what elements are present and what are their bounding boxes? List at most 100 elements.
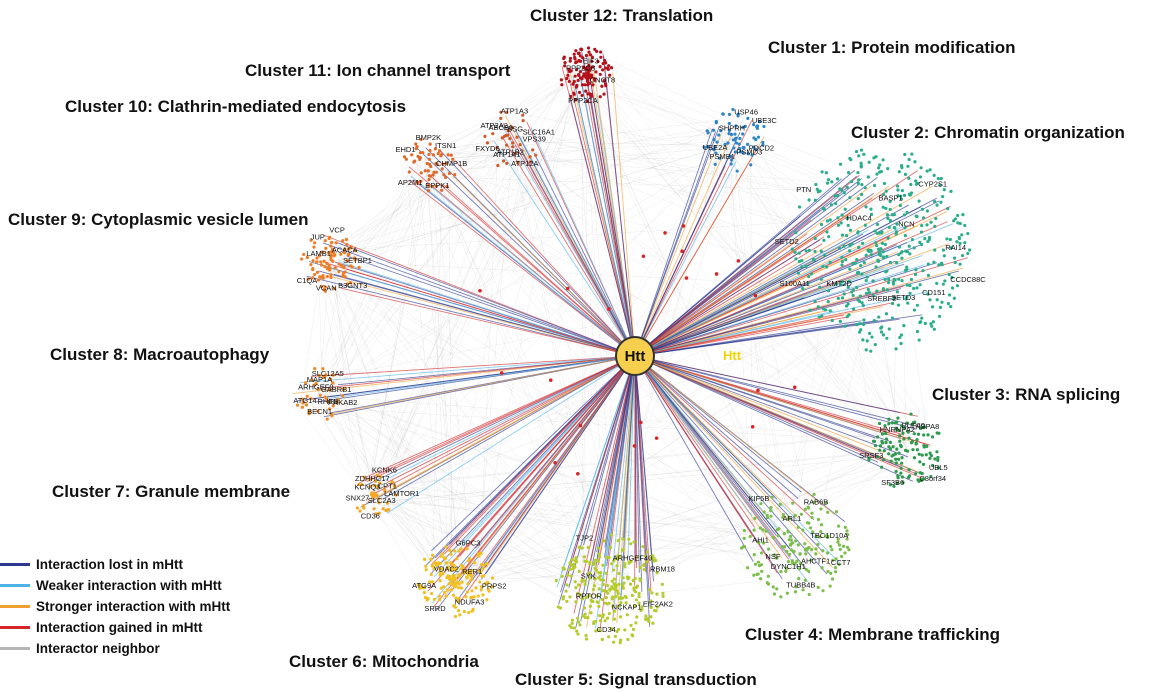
neighbor-edge	[496, 132, 858, 204]
cluster-7-node	[361, 504, 366, 508]
neighbor-edge	[432, 155, 443, 579]
cluster-2-node	[843, 207, 847, 211]
neighbor-edge	[731, 138, 938, 227]
cluster-5-node	[631, 627, 636, 632]
cluster-4-node	[803, 542, 807, 546]
cluster-4-node	[845, 545, 850, 549]
cluster-10-node	[449, 153, 453, 157]
cluster-2-node	[952, 256, 957, 260]
cluster-2-node	[913, 272, 918, 277]
cluster-3-node	[891, 445, 895, 449]
cluster-8-node	[295, 403, 300, 407]
cluster-7-node	[394, 493, 398, 497]
cluster-5-node	[554, 578, 558, 583]
cluster-2-node	[859, 161, 863, 165]
cluster-2-node	[926, 292, 930, 296]
cluster-12-node	[569, 94, 573, 99]
cluster-2-node	[819, 277, 823, 281]
cluster-2-node	[905, 210, 909, 215]
htt-edge	[454, 160, 636, 357]
cluster-2-node	[907, 244, 911, 248]
cluster-5-node	[629, 542, 633, 546]
cluster-12-node	[584, 53, 589, 58]
gene-label: NDUFA3	[455, 597, 485, 606]
htt-edge	[328, 355, 636, 415]
cluster-4-node	[828, 584, 832, 588]
htt-edge	[408, 180, 636, 357]
htt-hub-node[interactable]: Htt	[615, 336, 655, 376]
cluster-1-node	[730, 158, 734, 162]
htt-edge	[416, 147, 636, 357]
cluster-9-node	[345, 282, 350, 286]
cluster-12-node	[580, 83, 585, 87]
cluster-7-node	[384, 508, 388, 513]
neighbor-edge	[329, 171, 429, 395]
htt-edge	[596, 94, 636, 357]
htt-edge	[323, 265, 636, 357]
cluster-2-node	[894, 261, 899, 265]
neighbor-edge	[384, 483, 808, 535]
cluster-2-node	[937, 314, 942, 319]
cluster-2-node	[885, 269, 889, 273]
htt-edge	[533, 152, 636, 357]
htt-edge	[366, 355, 636, 486]
cluster-7-node	[376, 497, 380, 501]
cluster-2-node	[938, 305, 943, 310]
cluster-8-node	[327, 407, 332, 411]
gene-label: SF3B6	[881, 478, 904, 487]
cluster-10-node	[431, 173, 435, 177]
cluster-6-node	[490, 584, 494, 589]
cluster-9-node	[329, 253, 333, 257]
legend-item-gained: Interaction gained in mHtt	[0, 617, 230, 638]
neighbor-edge	[447, 164, 625, 604]
cluster-5-node	[611, 604, 615, 608]
cluster-6-node	[457, 596, 461, 600]
cluster-3-node	[888, 440, 893, 445]
gene-label: SRSF3	[859, 451, 883, 460]
cluster-12-node	[599, 55, 603, 59]
cluster-5-node	[604, 596, 608, 600]
neighbor-edge	[771, 242, 878, 535]
htt-edge	[634, 355, 790, 549]
cluster-4-node	[825, 551, 830, 555]
htt-edge	[573, 355, 636, 614]
htt-edge	[634, 244, 921, 357]
gene-label: JUP	[311, 232, 325, 241]
htt-edge	[566, 67, 636, 357]
cluster-2-node	[900, 189, 904, 193]
cluster-2-node	[862, 261, 866, 265]
cluster-2-node	[809, 272, 814, 276]
cluster-2-node	[912, 246, 916, 250]
cluster-5-node	[613, 634, 618, 638]
cluster-9-node	[312, 272, 317, 277]
htt-edge	[519, 135, 636, 357]
htt-edge	[634, 243, 823, 357]
cluster-5-node	[576, 620, 581, 624]
cluster-7-node	[379, 475, 383, 479]
htt-edge	[320, 355, 636, 389]
cluster-2-node	[836, 194, 840, 198]
cluster-2-node	[859, 263, 863, 268]
cluster-2-node	[888, 218, 892, 223]
cluster-12-node	[575, 83, 579, 88]
cluster-1-node	[721, 112, 725, 116]
cluster-4-node	[782, 532, 786, 536]
cluster-5-node	[592, 584, 596, 588]
cluster-2-node	[860, 182, 864, 187]
cluster-3-node	[887, 417, 891, 421]
cluster-2-node	[888, 199, 892, 204]
cluster-3-node	[905, 421, 909, 425]
cluster-2-node	[840, 259, 845, 264]
cluster-4-node	[761, 528, 765, 532]
cluster-2-node	[858, 294, 862, 298]
cluster-4-node	[834, 510, 839, 514]
cluster-9-node	[327, 263, 331, 268]
cluster-2-node	[941, 248, 946, 252]
cluster-10-node	[453, 172, 457, 177]
cluster-12-node	[604, 66, 608, 70]
htt-edge	[634, 185, 933, 357]
cluster-2-node	[933, 224, 937, 228]
cluster-12-node	[586, 92, 590, 96]
neighbor-edge	[313, 108, 738, 402]
